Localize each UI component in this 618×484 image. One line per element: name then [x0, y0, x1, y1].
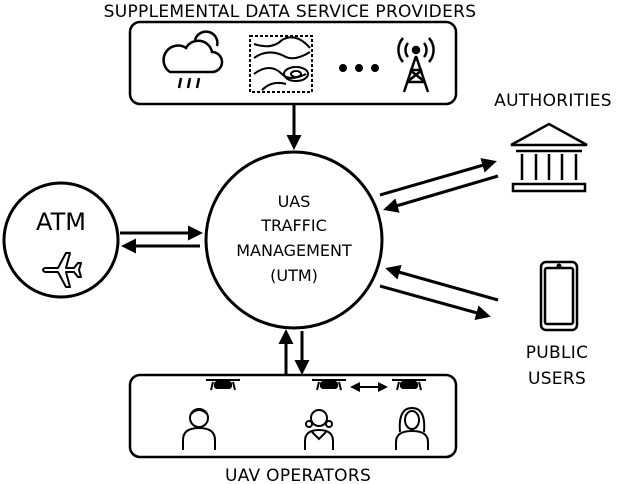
smartphone-icon [539, 260, 579, 332]
public-users-label-line1: PUBLIC [526, 343, 589, 363]
authorities-label: AUTHORITIES [494, 91, 612, 111]
drone-icon [206, 379, 240, 391]
arrow-utm-to-public [379, 284, 491, 321]
uav-operators-label: UAV OPERATORS [225, 466, 371, 484]
arrow-authorities-to-utm [383, 174, 499, 213]
airplane-icon [42, 252, 82, 288]
drone-icon [392, 379, 426, 391]
government-building-icon [510, 122, 588, 193]
utm-label-line3: MANAGEMENT [236, 241, 352, 260]
supplemental-providers-label: SUPPLEMENTAL DATA SERVICE PROVIDERS [104, 2, 477, 22]
drone-icon [312, 379, 346, 391]
utm-label-line4: (UTM) [270, 266, 318, 285]
person-icon [395, 406, 429, 450]
arrow-utm-to-authorities [379, 158, 497, 197]
person-icon [304, 409, 334, 450]
uav-operators-box [128, 373, 458, 459]
utm-label-line2: TRAFFIC [260, 216, 326, 235]
public-users-label-line2: USERS [528, 369, 586, 389]
atm-label: ATM [36, 208, 86, 236]
person-icon [182, 408, 216, 450]
utm-label-line1: UAS [278, 192, 311, 211]
radio-tower-icon [397, 37, 435, 93]
utm-node [204, 150, 384, 330]
ellipsis-icon [339, 64, 379, 72]
atm-node [2, 181, 120, 299]
arrow-public-to-utm [385, 265, 499, 302]
topographic-map-icon [249, 35, 313, 93]
cloud-rain-sun-icon [162, 30, 224, 89]
